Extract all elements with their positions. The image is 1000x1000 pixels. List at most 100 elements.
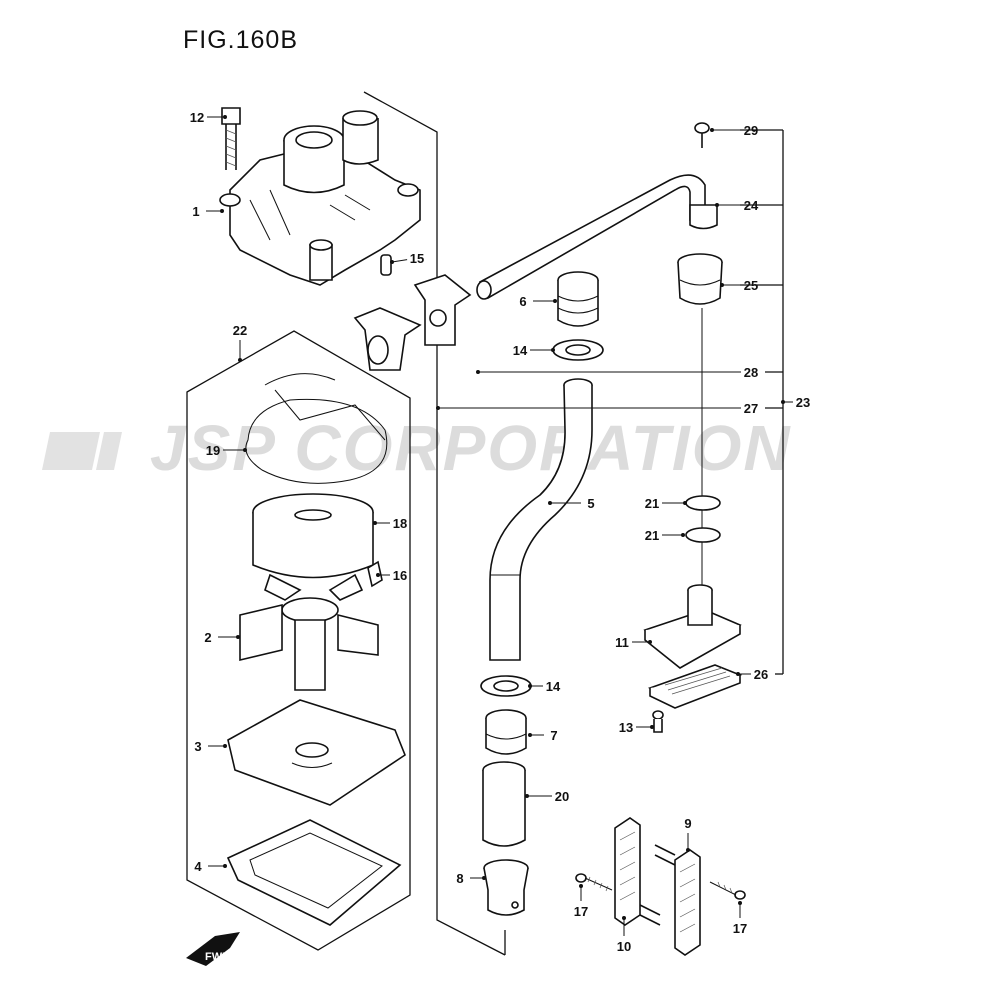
callout-c19: 19 (206, 443, 247, 458)
callout-c13: 13 (619, 720, 654, 735)
callout-label: 4 (194, 859, 202, 874)
leader-dot (220, 209, 224, 213)
plate-3-icon (227, 699, 406, 806)
leader-dot (681, 533, 685, 537)
leader-dot (482, 876, 486, 880)
leader-dot (781, 400, 785, 404)
gasket-4-icon (226, 819, 402, 926)
callout-label: 7 (550, 728, 557, 743)
callout-c20: 20 (525, 789, 569, 804)
screw-13-icon (652, 710, 664, 733)
leader-dot (238, 358, 242, 362)
callout-label: 5 (587, 496, 594, 511)
callout-label: 14 (546, 679, 561, 694)
callout-c16: 16 (376, 568, 407, 583)
impeller-2-icon (239, 573, 379, 691)
leader-dot (373, 521, 377, 525)
leader-dot (376, 573, 380, 577)
callout-c14a: 14 (513, 343, 555, 358)
watermark-text: JSP CORPORATION (150, 412, 792, 484)
pipe-24-icon (476, 174, 718, 300)
callout-label: 25 (744, 278, 758, 293)
callout-c2: 2 (204, 630, 240, 645)
callout-label: 13 (619, 720, 633, 735)
grille-10-icon (614, 817, 661, 926)
oring-21-top-icon (685, 495, 721, 511)
callout-c21b: 21 (645, 528, 685, 543)
callout-c18: 18 (373, 516, 407, 531)
callout-label: 11 (615, 635, 629, 650)
leader-dot (650, 725, 654, 729)
callout-label: 15 (410, 251, 424, 266)
callout-c17a: 17 (574, 884, 588, 919)
callout-label: 8 (456, 871, 463, 886)
leader-dot (223, 864, 227, 868)
leader-dot (528, 733, 532, 737)
callout-label: 23 (796, 395, 810, 410)
leader-dot (579, 884, 583, 888)
callout-c15: 15 (390, 251, 424, 266)
callout-c11: 11 (615, 635, 652, 650)
leader-dot (715, 203, 719, 207)
washer-14-top-icon (552, 339, 604, 361)
callout-c21a: 21 (645, 496, 687, 511)
screw-17-right-icon (709, 881, 746, 900)
callout-label: 21 (645, 496, 659, 511)
sleeve-20-icon (482, 761, 526, 847)
callout-label: 29 (744, 123, 758, 138)
leader-dot (738, 901, 742, 905)
callout-c12: 12 (190, 110, 227, 125)
screw-17-left-icon (575, 873, 613, 892)
leader-dot (223, 115, 227, 119)
bolt-12-icon (221, 107, 241, 170)
callout-c29: 29 (710, 123, 758, 138)
fwd-arrow-icon (186, 932, 240, 966)
callout-label: 22 (233, 323, 247, 338)
hose-5-icon (489, 378, 593, 661)
leader-dot (528, 684, 532, 688)
leader-dot (223, 744, 227, 748)
callout-c6: 6 (519, 294, 557, 309)
callout-label: 18 (393, 516, 407, 531)
callout-label: 16 (393, 568, 407, 583)
callout-c7: 7 (528, 728, 558, 743)
callout-label: 17 (733, 921, 747, 936)
figure-title: FIG.160B (183, 26, 298, 54)
callout-c28: 28 (476, 365, 758, 380)
bracket-27-icon (353, 307, 422, 371)
callout-c9: 9 (684, 816, 692, 852)
leader-dot (476, 370, 480, 374)
callout-c17b: 17 (733, 901, 747, 936)
watermark-logo-bar-icon (96, 432, 122, 470)
callout-c8: 8 (456, 871, 486, 886)
kit-22-box (186, 330, 411, 951)
leader-dot (548, 501, 552, 505)
watermark: JSP CORPORATION (42, 412, 792, 484)
callout-label: 19 (206, 443, 220, 458)
leader-dot (683, 501, 687, 505)
callout-label: 27 (744, 401, 758, 416)
callout-label: 17 (574, 904, 588, 919)
callout-label: 24 (744, 198, 759, 213)
callout-label: 21 (645, 528, 659, 543)
pin-15-icon (380, 254, 392, 276)
leader-dot (390, 260, 394, 264)
leader-dot (686, 848, 690, 852)
fwd-arrow-label: FWD (205, 951, 230, 963)
grommet-25-icon (677, 253, 723, 305)
callout-label: 26 (754, 667, 768, 682)
callout-label: 20 (555, 789, 569, 804)
leader-dot (525, 794, 529, 798)
fwd-arrow: FWD (186, 932, 240, 966)
pump-housing-1-icon (219, 125, 421, 286)
liner-18-icon (252, 493, 374, 579)
tube-top-icon (342, 110, 379, 165)
leader-dot (710, 128, 714, 132)
leader-dot (436, 406, 440, 410)
callout-label: 28 (744, 365, 758, 380)
leader-dot (236, 635, 240, 639)
grommet-8-icon (483, 859, 529, 916)
clip-19-icon (245, 373, 388, 484)
